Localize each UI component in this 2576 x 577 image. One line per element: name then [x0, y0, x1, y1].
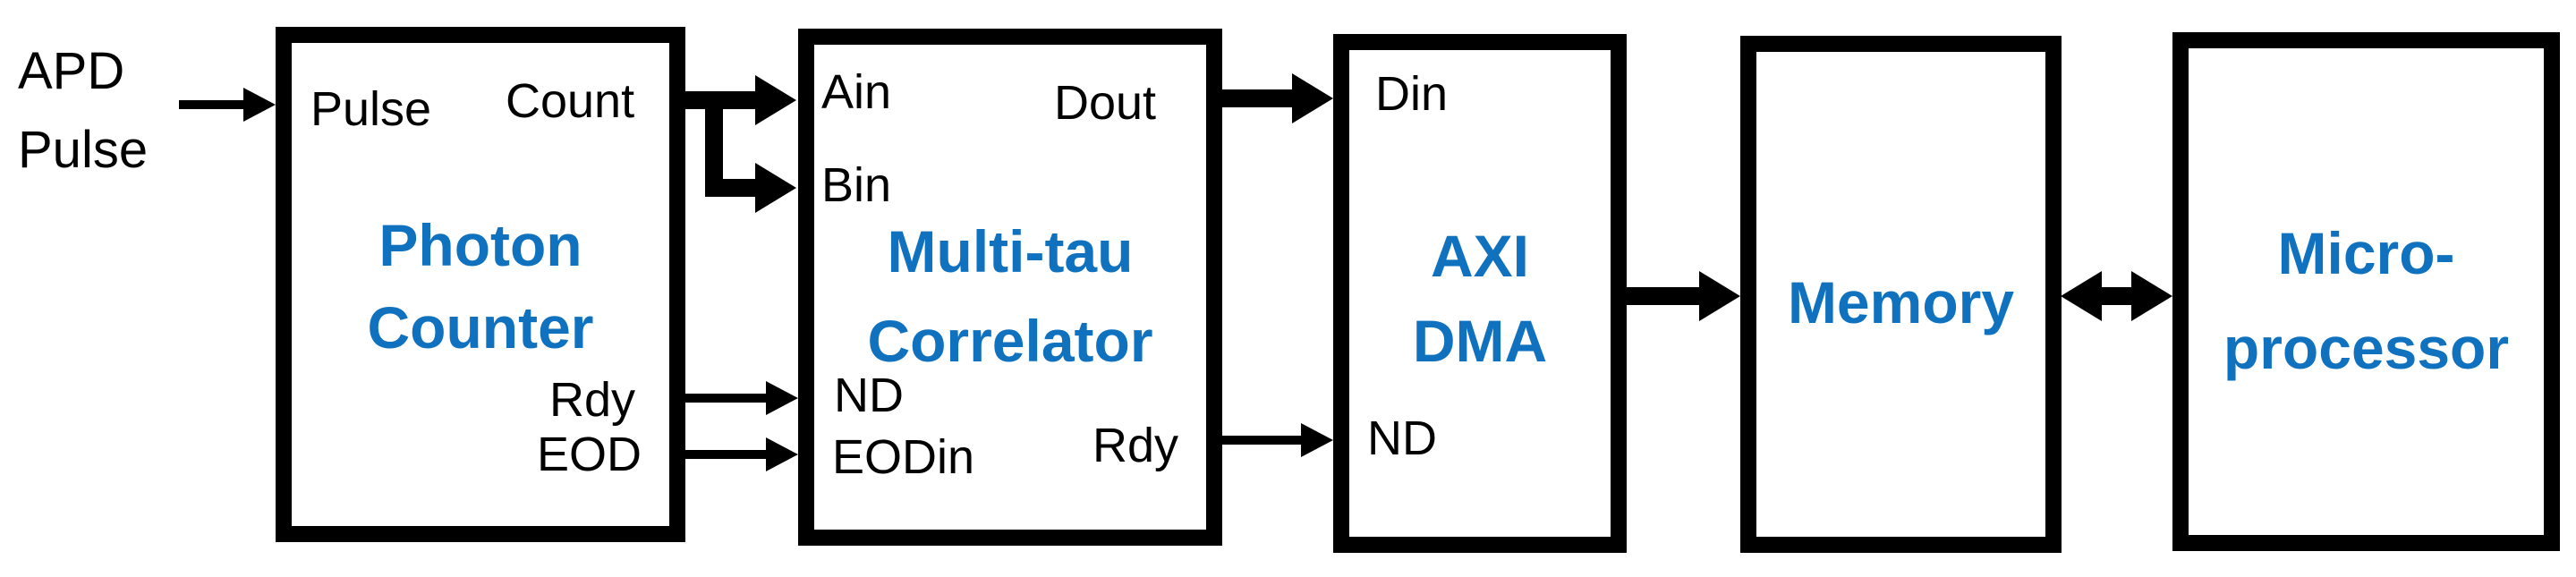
correlator-title-line2: Correlator — [867, 308, 1153, 374]
port-photon-counter-pulse: Pulse — [310, 82, 432, 136]
port-photon-counter-eod: EOD — [537, 428, 642, 481]
arrow-rdy-to-nd-shaft — [684, 394, 769, 403]
arrow-count-branch-vertical — [705, 91, 723, 197]
port-dma-din: Din — [1375, 67, 1449, 121]
arrow-count-to-bin-shaft — [705, 179, 759, 197]
port-correlator-bin: Bin — [821, 158, 892, 212]
arrow-rdy-to-nd-head — [766, 381, 798, 415]
port-correlator-nd: ND — [834, 369, 904, 422]
correlator-title-line1: Multi-tau — [887, 218, 1134, 284]
apd-pulse-label-line1: APD — [18, 42, 125, 100]
arrow-count-to-bin-head — [755, 163, 796, 213]
arrow-eod-to-eodin-shaft — [684, 450, 769, 459]
axi-dma-title-line2: DMA — [1412, 308, 1548, 374]
arrow-dout-to-din-head — [1292, 73, 1333, 123]
photon-counter-title-line2: Counter — [367, 294, 594, 361]
micro-processor-title-line2: processor — [2223, 315, 2510, 381]
arrow-memory-mp-shaft — [2094, 287, 2138, 305]
photon-counter-title-line1: Photon — [378, 212, 582, 278]
port-correlator-eodin: EODin — [832, 430, 975, 484]
arrow-apd-to-pulse-shaft — [179, 100, 247, 109]
arrow-correlator-rdy-to-dma-nd-head — [1301, 423, 1333, 457]
arrow-count-to-ain-head — [755, 75, 796, 125]
arrow-correlator-rdy-to-dma-nd-shaft — [1221, 436, 1304, 445]
port-dma-nd: ND — [1367, 412, 1437, 465]
port-photon-counter-rdy: Rdy — [549, 373, 636, 427]
arrow-dma-to-memory-head — [1699, 271, 1740, 321]
arrow-eod-to-eodin-head — [766, 437, 798, 471]
arrow-dma-to-memory-shaft — [1626, 287, 1702, 305]
block-axi-dma — [1333, 34, 1627, 553]
micro-processor-title-line1: Micro- — [2277, 220, 2455, 286]
port-correlator-ain: Ain — [821, 65, 892, 119]
arrow-dout-to-din-shaft — [1221, 89, 1295, 107]
memory-title: Memory — [1787, 269, 2015, 335]
block-memory — [1740, 36, 2062, 553]
block-micro-processor — [2172, 32, 2560, 551]
arrow-apd-to-pulse-head — [243, 88, 276, 122]
arrow-memory-mp-head-right — [2131, 271, 2172, 321]
port-correlator-rdy: Rdy — [1092, 419, 1179, 472]
block-multi-tau-correlator — [798, 29, 1222, 546]
port-photon-counter-count: Count — [506, 74, 635, 128]
block-photon-counter — [276, 27, 685, 542]
axi-dma-title-line1: AXI — [1430, 223, 1530, 289]
port-correlator-dout: Dout — [1054, 76, 1157, 130]
apd-pulse-label-line2: Pulse — [18, 121, 149, 179]
